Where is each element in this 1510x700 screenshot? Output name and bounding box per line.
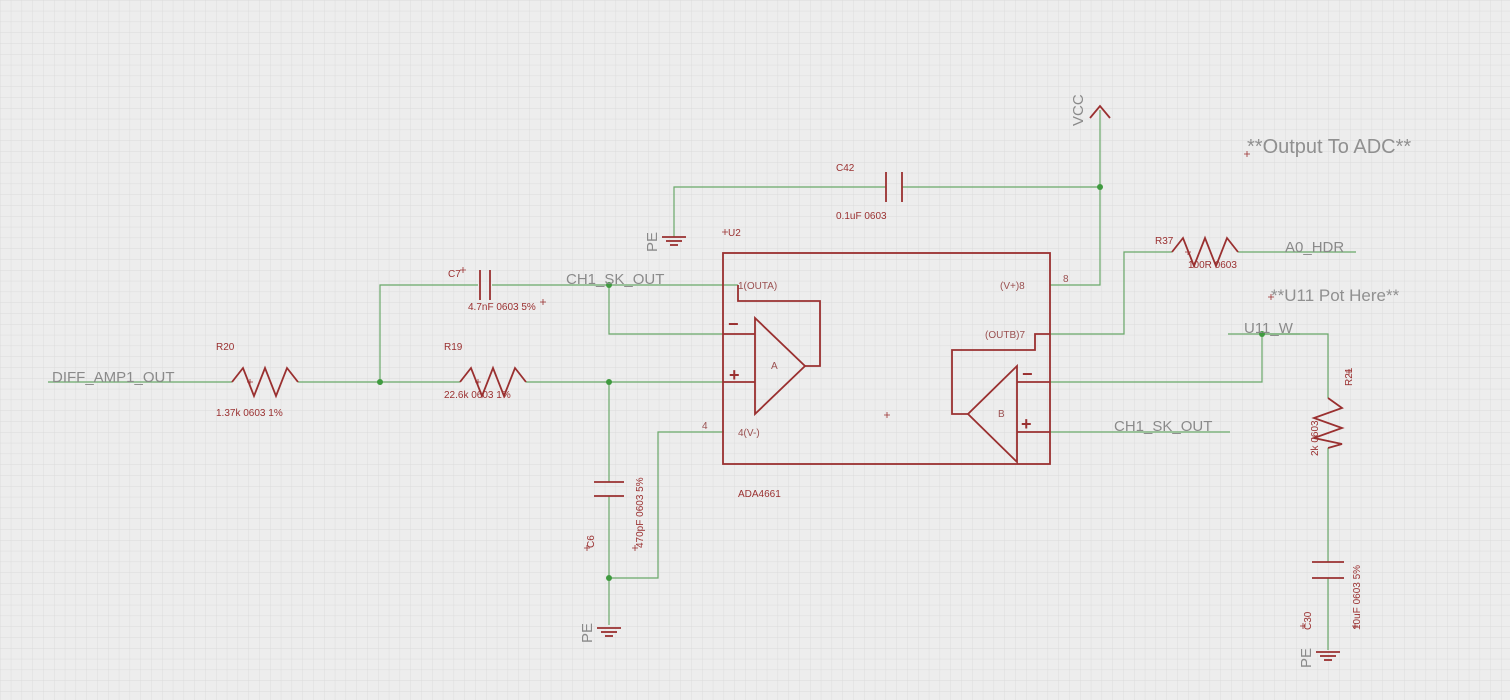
r21-ref: R21 (1344, 367, 1355, 386)
junction (377, 379, 383, 385)
u2-ref: U2 (728, 228, 741, 239)
opamp-a-plus: + (729, 365, 740, 385)
resistor-r20[interactable]: R20 1.37k 0603 1% (216, 342, 299, 419)
net-u11-w: U11_W (1244, 320, 1294, 337)
net-ch1-sk-out-right: CH1_SK_OUT (1114, 418, 1212, 435)
ground-pe-2: PE (579, 623, 621, 643)
net-a0-hdr: A0_HDR (1285, 239, 1344, 256)
r37-ref: R37 (1155, 236, 1174, 247)
u2-value: ADA4661 (738, 489, 781, 500)
net-diff-amp1-out: DIFF_AMP1_OUT (52, 369, 175, 386)
opamp-b-plus: + (1021, 414, 1032, 434)
pin-8-label: (V+)8 (1000, 281, 1025, 292)
ground-label: PE (644, 232, 661, 252)
vcc-symbol: VCC (1070, 94, 1111, 126)
junction (1259, 331, 1265, 337)
r20-ref: R20 (216, 342, 235, 353)
c30-ref: C30 (1303, 611, 1314, 630)
ground-pe-3: PE (1298, 648, 1340, 668)
wire-c7-left (379, 284, 478, 382)
net-labels: DIFF_AMP1_OUT CH1_SK_OUT CH1_SK_OUT A0_H… (52, 239, 1344, 435)
resistor-r19[interactable]: R19 22.6k 0603 1% (444, 342, 527, 401)
c30-value: 10uF 0603 5% (1352, 565, 1363, 630)
r19-ref: R19 (444, 342, 463, 353)
pin-1-label: 1(OUTA) (738, 281, 777, 292)
ic-u2[interactable]: U2 ADA4661 1(OUTA) 4(V-) 4 (V+)8 8 (OUTB… (702, 228, 1069, 500)
opamp-b-minus: − (1022, 364, 1033, 384)
wire-feedback-a (608, 285, 724, 335)
pin-4-label: 4(V-) (738, 428, 760, 439)
note-output-to-adc: **Output To ADC** (1247, 136, 1411, 158)
c6-value: 470pF 0603 5% (635, 477, 646, 548)
ground-label: PE (579, 623, 596, 643)
pin-8-number: 8 (1063, 274, 1069, 285)
junction (606, 379, 612, 385)
junctions (377, 184, 1265, 581)
pin-4-number: 4 (702, 421, 708, 432)
junction (1097, 184, 1103, 190)
opamp-a (754, 315, 807, 417)
opamp-a-label: A (771, 361, 778, 372)
wire-u11w-minusB (1050, 334, 1263, 383)
wire-vcc (1050, 110, 1101, 286)
junction (606, 575, 612, 581)
note-u11-pot: **U11 Pot Here** (1271, 286, 1400, 305)
c7-value: 4.7nF 0603 5% (468, 302, 536, 313)
capacitor-c7[interactable]: C7 4.7nF 0603 5% (448, 267, 546, 313)
net-ch1-sk-out-top: CH1_SK_OUT (566, 271, 664, 288)
r20-value: 1.37k 0603 1% (216, 408, 283, 419)
ground-pe-1: PE (644, 232, 686, 252)
resistor-r37[interactable]: R37 100R 0603 (1155, 235, 1239, 271)
vcc-label: VCC (1070, 94, 1087, 126)
r19-value: 22.6k 0603 1% (444, 390, 511, 401)
pin-7-label: (OUTB)7 (985, 330, 1025, 341)
resistor-r21[interactable]: R21 2k 0603 (1310, 367, 1355, 456)
c6-ref: C6 (586, 535, 597, 548)
junction (606, 282, 612, 288)
wire-c42-left (673, 186, 886, 237)
r37-value: 100R 0603 (1188, 260, 1237, 271)
wire-vminus (609, 431, 724, 579)
capacitor-c30[interactable]: C30 10uF 0603 5% (1300, 561, 1363, 630)
c42-value: 0.1uF 0603 (836, 211, 887, 222)
wire-r21-top (1262, 333, 1329, 398)
ground-label: PE (1298, 648, 1315, 668)
opamp-b (966, 363, 1018, 465)
c42-ref: C42 (836, 163, 855, 174)
r21-value: 2k 0603 (1310, 420, 1321, 456)
opamp-a-minus: − (728, 314, 739, 334)
wires (48, 110, 1356, 650)
wire-outb (1050, 251, 1172, 335)
c7-ref: C7 (448, 269, 461, 280)
notes: **Output To ADC** **U11 Pot Here** (1244, 136, 1411, 305)
opamp-b-label: B (998, 409, 1005, 420)
capacitor-c6[interactable]: C6 470pF 0603 5% (584, 477, 646, 551)
capacitor-c42[interactable]: C42 0.1uF 0603 (836, 163, 903, 222)
